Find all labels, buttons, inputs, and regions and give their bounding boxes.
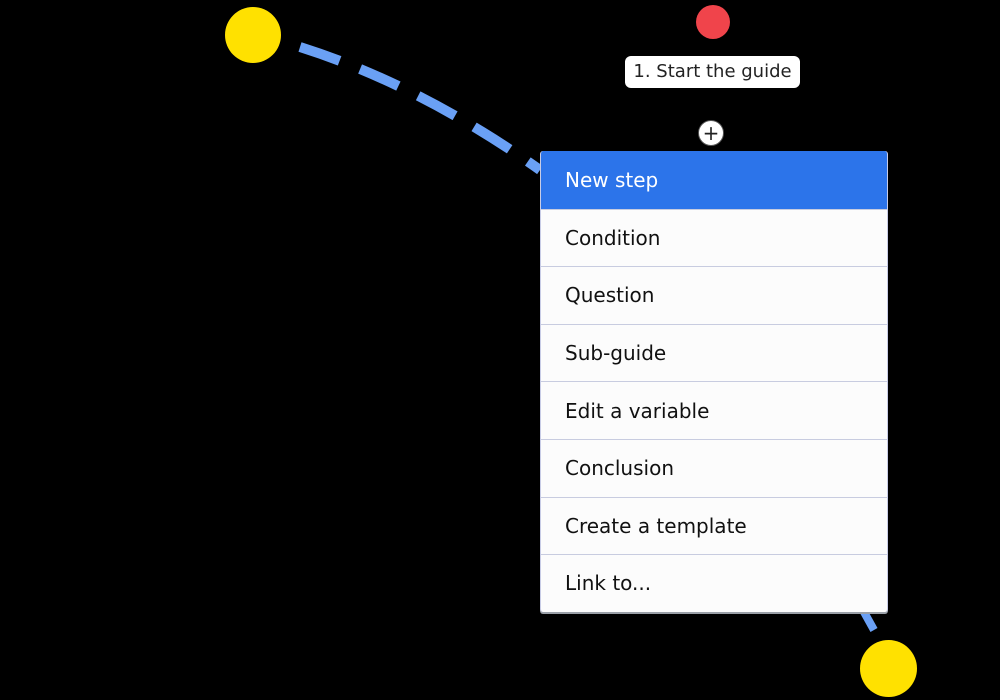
dashed-connector-bottom <box>860 610 878 632</box>
menu-item-label: Edit a variable <box>565 398 710 423</box>
red-start-node[interactable] <box>696 5 730 39</box>
menu-item-label: Link to... <box>565 571 652 596</box>
menu-item-label: New step <box>565 167 659 192</box>
add-step-menu: New step Condition Question Sub-guide Ed… <box>540 151 888 612</box>
menu-item-sub-guide[interactable]: Sub-guide <box>541 323 887 382</box>
menu-item-label: Conclusion <box>565 456 674 481</box>
menu-item-conclusion[interactable]: Conclusion <box>541 438 887 497</box>
start-guide-label[interactable]: 1. Start the guide <box>625 56 800 88</box>
menu-item-label: Sub-guide <box>565 341 667 366</box>
yellow-node-bottom[interactable] <box>860 640 917 697</box>
menu-item-label: Condition <box>565 225 661 250</box>
menu-item-question[interactable]: Question <box>541 266 887 324</box>
menu-item-link-to[interactable]: Link to... <box>541 554 887 612</box>
plus-icon: + <box>702 121 720 145</box>
menu-item-new-step[interactable]: New step <box>541 151 887 209</box>
menu-item-label: Question <box>565 283 655 308</box>
menu-item-label: Create a template <box>565 513 747 538</box>
menu-item-edit-variable[interactable]: Edit a variable <box>541 381 887 439</box>
dashed-connector-top <box>298 42 543 175</box>
add-step-button[interactable]: + <box>698 120 724 146</box>
menu-item-create-template[interactable]: Create a template <box>541 496 887 555</box>
yellow-node-top[interactable] <box>225 7 281 63</box>
menu-item-condition[interactable]: Condition <box>541 208 887 267</box>
